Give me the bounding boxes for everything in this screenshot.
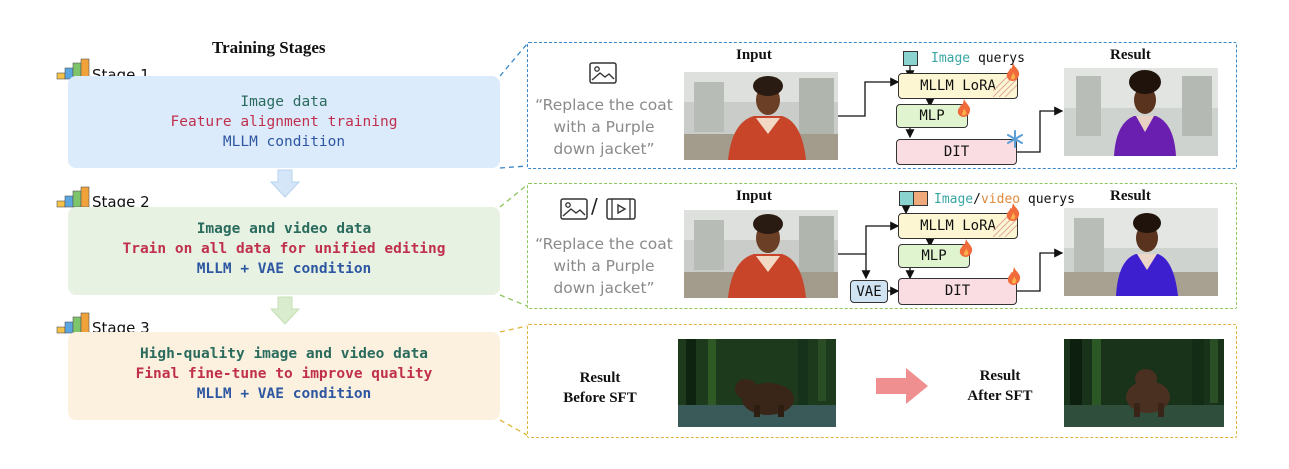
p2-result-label: Result bbox=[1110, 188, 1151, 204]
p2-prompt-line: with a Purple bbox=[553, 257, 655, 275]
p1-dit-box: DIT bbox=[896, 139, 1017, 165]
p2-query-word-image: Image bbox=[934, 192, 974, 207]
p2-dit-to-result bbox=[1017, 248, 1064, 292]
stage-3-line-training: Final fine-tune to improve quality bbox=[135, 366, 433, 382]
fire-icon bbox=[959, 239, 973, 257]
stage-1-box: Image data Feature alignment training ML… bbox=[68, 76, 500, 168]
fire-icon bbox=[957, 99, 971, 117]
stairs-icon bbox=[56, 186, 90, 208]
p2-image-query-square bbox=[899, 191, 914, 206]
p1-query-label: Image querys bbox=[931, 51, 1025, 66]
image-icon bbox=[560, 198, 588, 220]
stage-1-panel bbox=[527, 42, 1237, 169]
stage2-connector-top bbox=[499, 184, 528, 208]
p2-input-label: Input bbox=[736, 188, 772, 204]
video-icon bbox=[606, 198, 636, 220]
p2-query-word-video: video bbox=[980, 192, 1021, 207]
stage-2-line-training: Train on all data for unified editing bbox=[122, 241, 446, 257]
p2-input-image bbox=[684, 210, 838, 298]
stage3-connector-bottom bbox=[499, 419, 528, 436]
p2-input-to-mllm bbox=[838, 221, 900, 255]
hatch-pattern bbox=[993, 215, 1017, 237]
stage1-connector-top bbox=[499, 43, 528, 77]
p1-mlp-box: MLP bbox=[896, 104, 968, 128]
p2-slash: / bbox=[591, 194, 598, 218]
p2-query-sep: / bbox=[973, 192, 981, 207]
fire-icon bbox=[1006, 63, 1020, 81]
fire-icon bbox=[1006, 203, 1020, 221]
stage3-connector-top bbox=[499, 325, 528, 333]
p1-prompt-line: with a Purple bbox=[553, 118, 655, 136]
p1-query-suffix: querys bbox=[970, 51, 1025, 66]
image-icon bbox=[589, 62, 617, 84]
p2-vae-box: VAE bbox=[850, 280, 888, 303]
p1-prompt: “Replace the coat with a Purple down jac… bbox=[524, 94, 684, 160]
before-sft-line: Result bbox=[579, 370, 621, 386]
p2-query-suffix: querys bbox=[1020, 192, 1075, 207]
p1-prompt-line: “Replace the coat bbox=[535, 96, 673, 114]
p2-prompt: “Replace the coat with a Purple down jac… bbox=[524, 233, 684, 299]
before-sft-label: Result Before SFT bbox=[550, 368, 650, 408]
p1-prompt-line: down jacket” bbox=[553, 140, 655, 158]
p1-input-to-mllm bbox=[838, 77, 900, 117]
stage1-connector-bottom bbox=[499, 165, 528, 169]
p1-query-word: Image bbox=[931, 51, 971, 66]
stairs-icon bbox=[56, 312, 90, 334]
p2-dit-box: DIT bbox=[898, 278, 1017, 305]
after-sft-image bbox=[1064, 339, 1224, 427]
p2-prompt-line: down jacket” bbox=[553, 279, 655, 297]
p1-result-label: Result bbox=[1110, 47, 1151, 63]
stage-3-box: High-quality image and video data Final … bbox=[68, 332, 500, 420]
sft-arrow bbox=[876, 368, 928, 404]
training-stages-title: Training Stages bbox=[212, 38, 326, 57]
after-sft-line: Result bbox=[979, 368, 1021, 384]
stage-1-line-data: Image data bbox=[240, 94, 328, 110]
stage-3-line-condition: MLLM + VAE condition bbox=[196, 386, 372, 402]
stage-2-box: Image and video data Train on all data f… bbox=[68, 207, 500, 295]
stage-1-line-training: Feature alignment training bbox=[170, 114, 398, 130]
p2-query-label: Image/video querys bbox=[934, 192, 1075, 207]
snowflake-icon bbox=[1007, 130, 1023, 148]
p2-video-query-square bbox=[913, 191, 928, 206]
stage2-connector-bottom bbox=[499, 294, 528, 307]
stage-1-line-condition: MLLM condition bbox=[222, 134, 346, 150]
stage-3-line-data: High-quality image and video data bbox=[139, 346, 429, 362]
stage-2-line-data: Image and video data bbox=[196, 221, 372, 237]
stage-2-label: Stage 2 bbox=[92, 193, 150, 211]
before-sft-image bbox=[678, 339, 836, 427]
down-arrow-1-2 bbox=[269, 169, 301, 198]
p2-prompt-line: “Replace the coat bbox=[535, 235, 673, 253]
p1-result-image bbox=[1064, 68, 1218, 156]
stage-2-panel bbox=[527, 183, 1237, 309]
p2-result-image bbox=[1064, 208, 1218, 296]
p2-mlp-box: MLP bbox=[898, 244, 970, 268]
stage-2-line-condition: MLLM + VAE condition bbox=[196, 261, 372, 277]
p1-image-query-square bbox=[903, 51, 918, 66]
p1-input-label: Input bbox=[736, 47, 772, 63]
after-sft-line: After SFT bbox=[967, 388, 1033, 404]
after-sft-label: Result After SFT bbox=[950, 366, 1050, 406]
p1-input-image bbox=[684, 72, 838, 160]
hatch-pattern bbox=[993, 75, 1017, 97]
fire-icon bbox=[1007, 267, 1021, 285]
before-sft-line: Before SFT bbox=[563, 390, 637, 406]
stage-3-panel bbox=[527, 324, 1237, 438]
p1-dit-to-result bbox=[1017, 106, 1064, 153]
down-arrow-2-3 bbox=[269, 296, 301, 325]
